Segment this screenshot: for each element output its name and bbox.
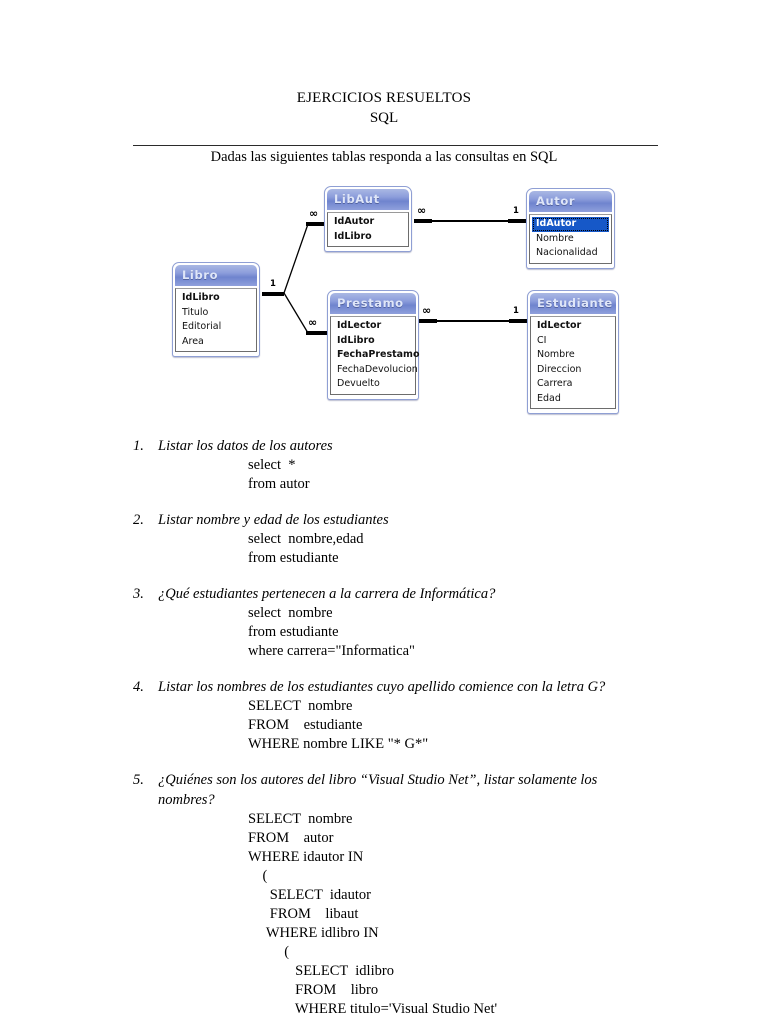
horizontal-rule bbox=[133, 145, 658, 146]
er-field[interactable]: Titulo bbox=[182, 306, 209, 318]
er-field[interactable]: IdLibro bbox=[334, 230, 372, 242]
connector-libaut-autor-right bbox=[508, 219, 527, 223]
cardinality-autor-one: 1 bbox=[513, 206, 519, 216]
er-table-libro[interactable]: Libro IdLibro Titulo Editorial Area bbox=[172, 262, 260, 357]
connector-libro-stub bbox=[262, 292, 284, 296]
exercise-number: 4. bbox=[133, 679, 144, 695]
er-field[interactable]: Nombre bbox=[536, 232, 574, 244]
connector-libaut-autor-left bbox=[414, 219, 432, 223]
cardinality-libaut-right-many: ∞ bbox=[417, 204, 426, 217]
er-field[interactable]: IdAutor bbox=[334, 216, 375, 227]
er-field[interactable]: Area bbox=[182, 335, 204, 347]
connector-prestamo-estudiante bbox=[419, 320, 528, 323]
connector-prestamo-stub bbox=[306, 331, 327, 335]
er-field[interactable]: Direccion bbox=[537, 363, 582, 375]
er-table-title: Libro bbox=[175, 265, 257, 286]
er-field[interactable]: IdLibro bbox=[337, 334, 375, 346]
exercise-question: Listar nombre y edad de los estudiantes bbox=[158, 512, 389, 528]
page-subtitle: SQL bbox=[369, 110, 399, 126]
exercise-sql: select * from autor bbox=[248, 457, 310, 492]
exercise-question: Listar los nombres de los estudiantes cu… bbox=[158, 679, 606, 695]
er-field[interactable]: IdLibro bbox=[182, 292, 220, 303]
er-field-list: IdLibro Titulo Editorial Area bbox=[175, 288, 257, 352]
er-field[interactable]: Nacionalidad bbox=[536, 247, 598, 258]
exercise-sql: SELECT nombre FROM autor WHERE idautor I… bbox=[248, 811, 498, 1017]
exercise-sql: select nombre from estudiante where carr… bbox=[248, 605, 415, 659]
er-table-title: Estudiante bbox=[530, 293, 616, 314]
er-field[interactable]: Editorial bbox=[182, 321, 222, 332]
exercise-item: 5. ¿Quiénes son los autores del libro “V… bbox=[0, 770, 768, 1019]
er-table-libaut[interactable]: LibAut IdAutor IdLibro bbox=[324, 186, 412, 252]
er-field[interactable]: Carrera bbox=[537, 378, 573, 389]
connector-libaut-stub bbox=[306, 222, 325, 226]
er-field[interactable]: Devuelto bbox=[337, 378, 380, 389]
lead-instruction: Dadas las siguientes tablas responda a l… bbox=[210, 149, 558, 165]
er-diagram: 1 ∞ ∞ ∞ 1 ∞ 1 Libro IdLibro Titulo Edito… bbox=[0, 180, 768, 420]
exercise-question: ¿Qué estudiantes pertenecen a la carrera… bbox=[158, 586, 496, 602]
er-field-selected[interactable]: IdAutor bbox=[532, 217, 609, 232]
exercise-question: Listar los datos de los autores bbox=[158, 438, 333, 454]
er-field[interactable]: Nombre bbox=[537, 349, 575, 360]
er-field[interactable]: FechaPrestamo bbox=[337, 349, 420, 360]
exercise-number: 5. bbox=[133, 772, 144, 788]
exercise-item: 4. Listar los nombres de los estudiantes… bbox=[0, 677, 768, 754]
page-title: EJERCICIOS RESUELTOS bbox=[296, 90, 472, 106]
er-table-estudiante[interactable]: Estudiante IdLector CI Nombre Direccion … bbox=[527, 290, 619, 414]
cardinality-prestamo-right-many: ∞ bbox=[422, 304, 431, 317]
exercise-number: 2. bbox=[133, 512, 144, 528]
er-table-title: Autor bbox=[529, 191, 612, 212]
exercise-number: 3. bbox=[133, 586, 144, 602]
er-field-list: IdAutor Nombre Nacionalidad bbox=[529, 214, 612, 264]
connector-libaut-autor bbox=[414, 220, 527, 223]
exercise-item: 2. Listar nombre y edad de los estudiant… bbox=[0, 510, 768, 568]
er-field[interactable]: Edad bbox=[537, 392, 561, 404]
cardinality-prestamo-many: ∞ bbox=[308, 316, 317, 329]
er-table-title: LibAut bbox=[327, 189, 409, 210]
er-field-list: IdLector CI Nombre Direccion Carrera Eda… bbox=[530, 316, 616, 409]
exercise-list: 1. Listar los datos de los autores selec… bbox=[0, 436, 768, 1035]
er-field[interactable]: IdLector bbox=[537, 320, 582, 331]
exercise-item: 1. Listar los datos de los autores selec… bbox=[0, 436, 768, 494]
cardinality-libaut-many: ∞ bbox=[309, 207, 318, 220]
exercise-sql: SELECT nombre FROM estudiante WHERE nomb… bbox=[248, 698, 429, 752]
er-table-autor[interactable]: Autor IdAutor Nombre Nacionalidad bbox=[526, 188, 615, 269]
cardinality-libro-one: 1 bbox=[270, 279, 276, 289]
connector-prestamo-estudiante-left bbox=[419, 319, 437, 323]
er-field[interactable]: CI bbox=[537, 334, 547, 346]
er-field[interactable]: FechaDevolucion bbox=[337, 363, 418, 375]
exercise-number: 1. bbox=[133, 438, 144, 454]
er-field-list: IdAutor IdLibro bbox=[327, 212, 409, 247]
er-table-title: Prestamo bbox=[330, 293, 416, 314]
er-field-list: IdLector IdLibro FechaPrestamo FechaDevo… bbox=[330, 316, 420, 395]
connector-prestamo-estudiante-right bbox=[509, 319, 528, 323]
er-field[interactable]: IdLector bbox=[337, 320, 382, 331]
exercise-item: 3. ¿Qué estudiantes pertenecen a la carr… bbox=[0, 584, 768, 661]
cardinality-estudiante-one: 1 bbox=[513, 306, 519, 316]
exercise-question: ¿Quiénes son los autores del libro “Visu… bbox=[158, 772, 598, 808]
exercise-sql: select nombre,edad from estudiante bbox=[248, 531, 364, 566]
er-table-prestamo[interactable]: Prestamo IdLector IdLibro FechaPrestamo … bbox=[327, 290, 419, 400]
